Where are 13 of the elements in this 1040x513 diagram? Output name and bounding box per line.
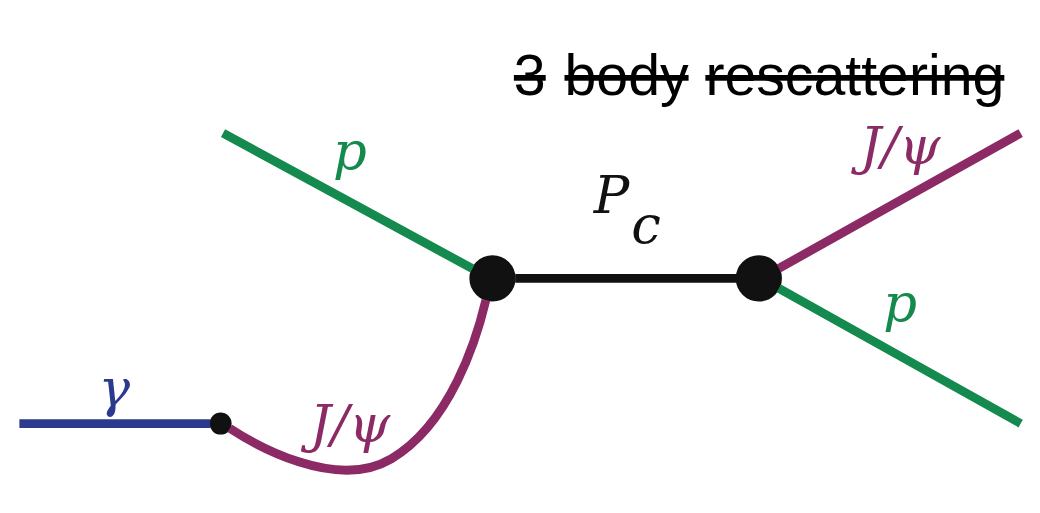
connector <box>220 129 475 273</box>
connector <box>776 129 1023 273</box>
connector <box>19 419 211 428</box>
edge-label: p <box>883 271 918 333</box>
edge-label: γ <box>98 357 131 419</box>
connector <box>515 273 737 283</box>
connector <box>776 284 1023 428</box>
node-circle <box>469 255 516 302</box>
node-circle <box>209 412 232 435</box>
diagram-title: 3 body rescattering <box>513 43 1005 108</box>
connector <box>227 298 491 475</box>
edge-label: p <box>332 119 367 181</box>
node-circle <box>735 255 782 302</box>
